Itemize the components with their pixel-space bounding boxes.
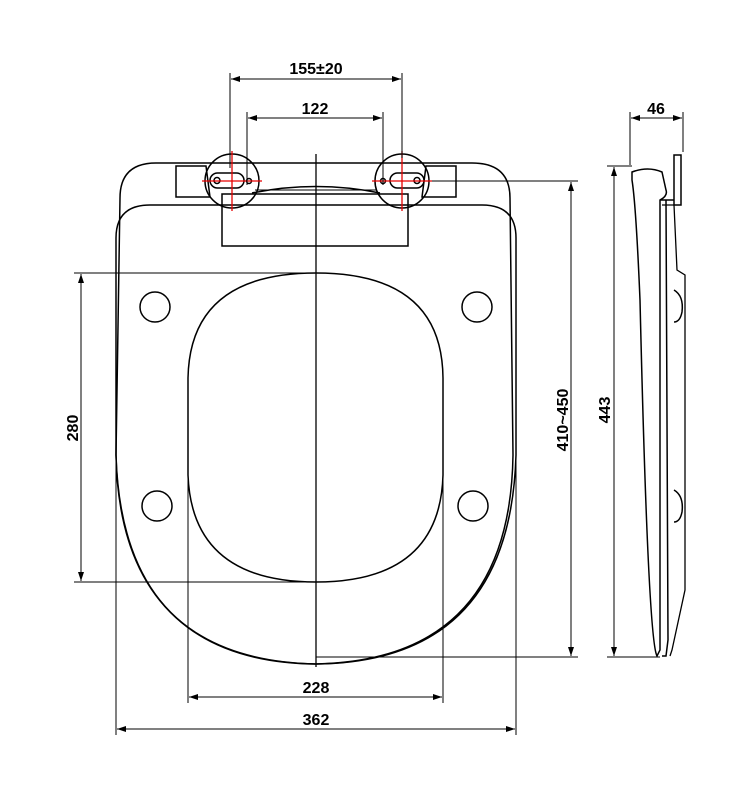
- side-lid-profile: [631, 168, 668, 658]
- dim-hinge-center-label: 122: [302, 101, 329, 118]
- side-dimensions: [607, 112, 684, 658]
- side-seat-profile: [662, 199, 669, 657]
- bumper-top-right: [461, 291, 493, 323]
- bumper-bottom-left: [141, 490, 173, 522]
- dim-side-thickness-label: 46: [647, 101, 665, 118]
- side-bumper-top: [673, 289, 684, 323]
- bumper-bottom-right: [457, 490, 489, 522]
- dim-mount-to-front-label: 410~450: [555, 389, 572, 452]
- bumper-top-left: [139, 291, 171, 323]
- dim-overall-width-label: 362: [303, 712, 330, 729]
- side-view: [631, 154, 686, 658]
- side-back-plate: [673, 154, 682, 206]
- front-view: [115, 153, 517, 667]
- seat-outer-outline: [115, 162, 514, 665]
- hinge-bar: [221, 193, 409, 247]
- dim-hinge-range-label: 155±20: [289, 61, 342, 78]
- dim-inner-length-label: 280: [65, 415, 82, 442]
- hinge-marks: [202, 151, 432, 211]
- front-dimensions: [74, 73, 578, 735]
- seat-body-outline: [115, 204, 517, 665]
- dim-side-length-label: 443: [597, 397, 614, 424]
- dim-inner-width-label: 228: [303, 680, 330, 697]
- side-bumper-bottom: [673, 489, 684, 523]
